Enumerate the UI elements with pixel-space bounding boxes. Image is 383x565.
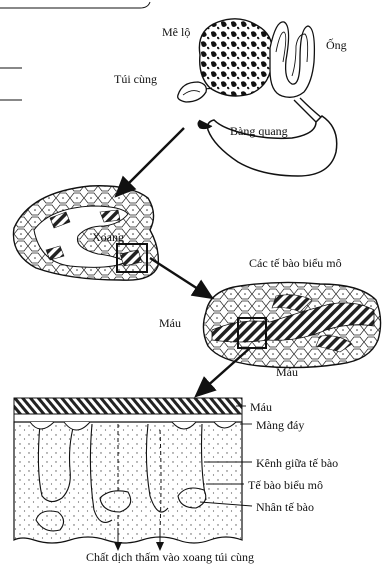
epithelium-section — [203, 282, 380, 367]
label-end-sac: Túi cùng — [114, 72, 157, 86]
label-sinus: Xoang — [92, 230, 124, 244]
basement-membrane — [14, 414, 242, 422]
label-filtrate: Chất dịch thấm vào xoang túi cùng — [86, 550, 254, 564]
label-nucleus: Nhân tế bào — [256, 500, 314, 514]
label-epithelial-cell: Tế bào biểu mô — [248, 478, 323, 492]
blood-band — [14, 398, 242, 414]
label-labyrinth: Mê lộ — [162, 25, 190, 39]
label-blood-mid: Máu — [276, 365, 298, 379]
detail-section — [14, 398, 242, 550]
end-sac-section — [13, 186, 158, 280]
label-tubule: Ống — [326, 37, 347, 52]
label-epithelial-cells: Các tế bào biểu mô — [249, 256, 342, 270]
excretory-organ — [178, 19, 337, 176]
label-basement-membrane: Màng đáy — [256, 418, 304, 432]
arrow-to-end-sac — [116, 128, 184, 196]
label-blood-left: Máu — [159, 316, 181, 330]
tubule-shape — [270, 22, 314, 97]
label-intercellular-channel: Kênh giữa tế bào — [256, 456, 338, 470]
arrow-to-epithelium — [150, 258, 212, 298]
label-bladder: Bàng quang — [230, 124, 288, 138]
end-sac-shape — [178, 82, 207, 102]
label-blood-bottom: Máu — [250, 400, 272, 414]
labyrinth-shape — [199, 19, 272, 96]
